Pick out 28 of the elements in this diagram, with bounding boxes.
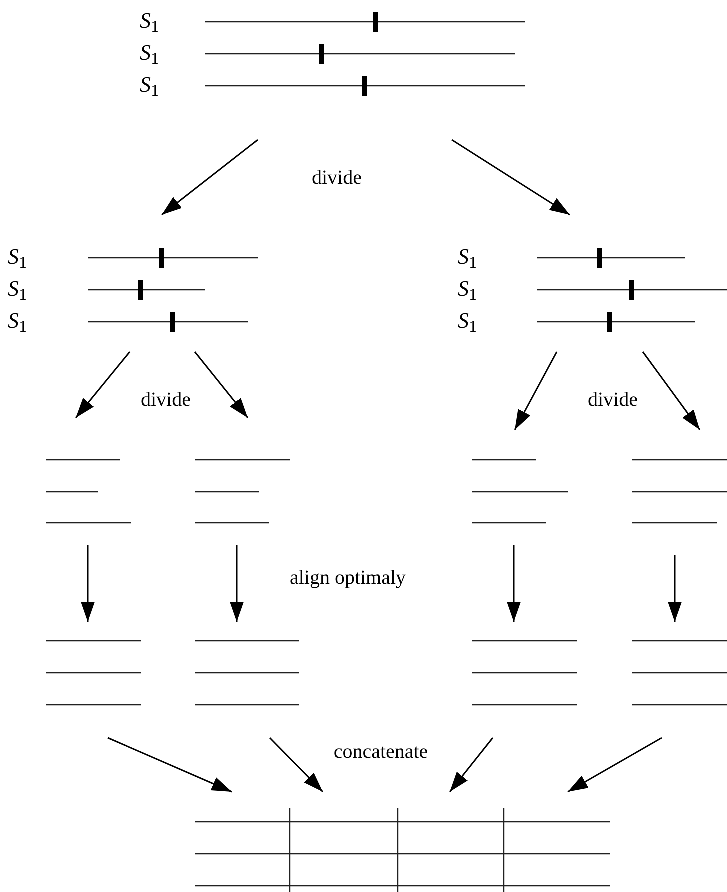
sequence-label: S$_{1}$ xyxy=(8,310,28,332)
sequence-label: S$_{1}$ xyxy=(140,74,160,96)
step-label: concatenate xyxy=(334,742,428,762)
arrow xyxy=(452,139,570,216)
sequence-label: S$_{1}$ xyxy=(458,246,478,268)
sequence-label: S$_{1}$ xyxy=(140,10,160,32)
arrow xyxy=(230,545,244,622)
sequence-label: S$_{1}$ xyxy=(458,278,478,300)
arrow xyxy=(81,545,95,622)
sequence-label: S$_{1}$ xyxy=(8,278,28,300)
step-label: align optimaly xyxy=(290,568,406,588)
arrow xyxy=(514,352,558,430)
step-label: divide xyxy=(141,390,191,410)
arrow xyxy=(449,738,494,792)
arrow xyxy=(194,352,249,418)
sequence-label: S$_{1}$ xyxy=(140,42,160,64)
sequence-label: S$_{1}$ xyxy=(8,246,28,268)
arrow xyxy=(75,352,131,418)
arrow xyxy=(642,352,701,430)
arrow xyxy=(269,737,324,793)
arrow xyxy=(568,737,662,793)
arrow xyxy=(162,139,258,216)
arrow xyxy=(668,555,682,622)
arrow xyxy=(108,737,232,793)
step-label: divide xyxy=(588,390,638,410)
arrow xyxy=(507,545,521,622)
step-label: divide xyxy=(312,168,362,188)
sequence-label: S$_{1}$ xyxy=(458,310,478,332)
